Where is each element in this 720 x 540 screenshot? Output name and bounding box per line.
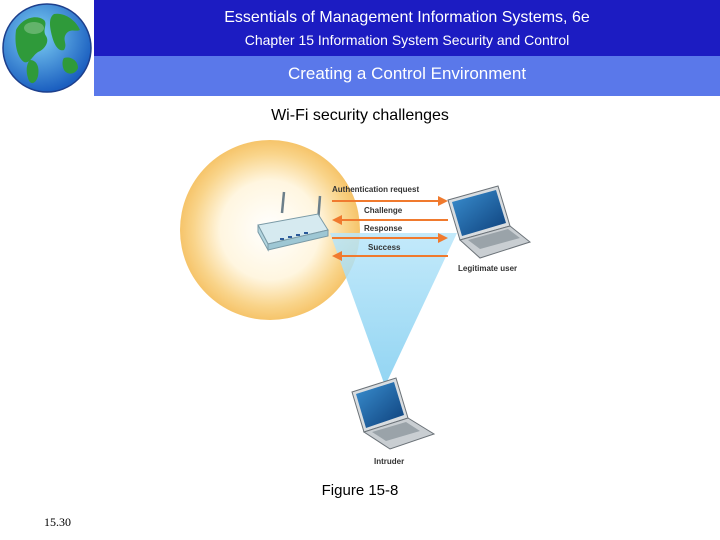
message-label-response: Response	[364, 224, 403, 233]
wifi-security-diagram: Authentication request Challenge Respons…	[180, 130, 560, 475]
globe-icon	[0, 0, 94, 96]
slide-title: Wi-Fi security challenges	[0, 107, 720, 125]
legitimate-user-laptop-icon	[448, 186, 530, 258]
book-title: Essentials of Management Information Sys…	[94, 9, 720, 27]
figure-caption: Figure 15-8	[0, 482, 720, 499]
intruder-laptop-icon	[352, 378, 434, 449]
message-label-challenge: Challenge	[364, 206, 403, 215]
chapter-title: Chapter 15 Information System Security a…	[94, 32, 720, 48]
intruder-label: Intruder	[374, 457, 404, 466]
slide-header: Essentials of Management Information Sys…	[0, 0, 720, 96]
section-title: Creating a Control Environment	[94, 64, 720, 84]
slide-number: 15.30	[44, 515, 71, 530]
message-label-authentication-request: Authentication request	[332, 185, 419, 194]
message-label-success: Success	[368, 243, 401, 252]
legitimate-user-label: Legitimate user	[458, 264, 517, 273]
globe-logo	[0, 0, 94, 96]
